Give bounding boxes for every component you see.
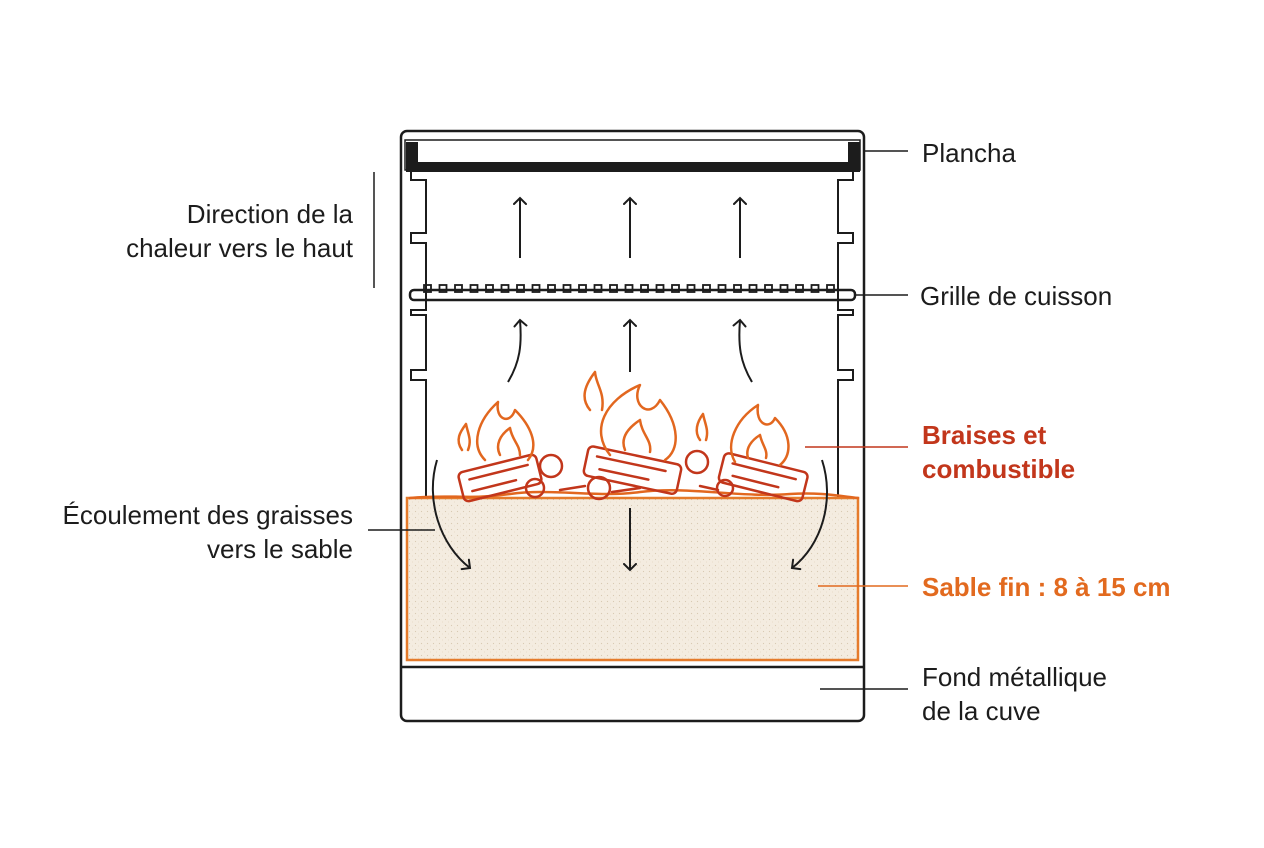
grill-bar	[717, 284, 727, 293]
grease-flow-arrows	[431, 459, 829, 572]
grill-bar	[764, 284, 773, 293]
grill-bar	[593, 284, 603, 293]
grill-bar	[640, 284, 649, 293]
tank-outline	[399, 129, 866, 723]
grill-bar	[578, 284, 587, 293]
grill-bar	[454, 284, 463, 293]
grill-bar	[779, 284, 789, 293]
label-plancha: Plancha	[922, 138, 1016, 168]
grill-bar	[469, 284, 479, 293]
grill-bar	[748, 284, 758, 293]
tank-inner-walls	[410, 170, 854, 498]
label-embers-line2: combustible	[922, 454, 1076, 484]
plancha-plate	[404, 139, 861, 172]
label-grease-flow: Écoulement des graisses vers le sable	[63, 498, 353, 566]
label-grill: Grille de cuisson	[920, 281, 1113, 311]
heat-arrows-upper	[513, 196, 747, 258]
label-heat-direction-line2: chaleur vers le haut	[126, 233, 353, 263]
grill-bar	[795, 284, 804, 293]
label-tank-bottom-line2: de la cuve	[922, 696, 1041, 726]
grill-bar	[609, 284, 618, 293]
grill-bar	[547, 284, 556, 293]
grill-bar	[531, 284, 541, 293]
flames	[457, 370, 790, 467]
label-heat-direction-line1: Direction de la	[186, 199, 353, 229]
label-grease-flow-line2: vers le sable	[207, 534, 353, 564]
label-grease-flow-line1: Écoulement des graisses	[62, 500, 353, 530]
cooking-grill	[408, 284, 857, 302]
grill-bar	[686, 284, 696, 293]
label-embers-line1: Braises et	[922, 420, 1047, 450]
grill-bar	[485, 284, 494, 293]
label-heat-direction: Direction de la chaleur vers le haut	[126, 197, 353, 265]
label-tank-bottom: Fond métallique de la cuve	[922, 660, 1107, 728]
grill-bar	[624, 284, 634, 293]
grill-bar	[562, 284, 572, 293]
grill-bar	[516, 284, 525, 293]
grill-bar	[438, 284, 448, 293]
label-tank-bottom-line1: Fond métallique	[922, 662, 1107, 692]
grill-bar	[500, 284, 510, 293]
grill-bar	[423, 284, 432, 293]
grill-bar	[702, 284, 711, 293]
grill-bar	[671, 284, 680, 293]
grill-bar	[655, 284, 665, 293]
leader-lines	[368, 150, 908, 690]
label-embers: Braises et combustible	[922, 418, 1075, 486]
sand-layer	[405, 496, 860, 662]
grill-bar	[810, 284, 820, 293]
embers-and-fuel	[408, 445, 860, 503]
grill-bar	[826, 284, 835, 293]
heat-arrows-lower	[507, 318, 753, 383]
label-sand: Sable fin : 8 à 15 cm	[922, 572, 1171, 602]
grill-bar	[733, 284, 742, 293]
